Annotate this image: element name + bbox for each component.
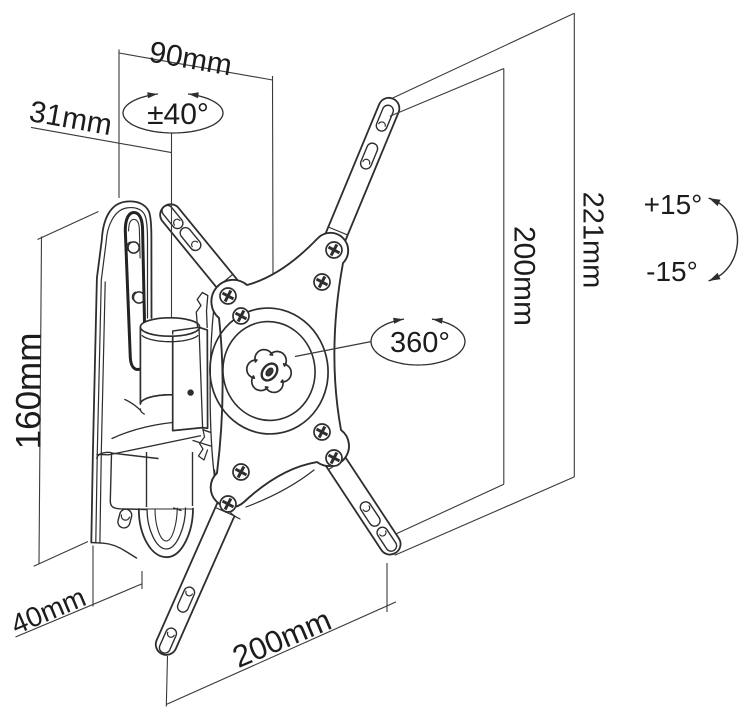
svg-text:-15°: -15° xyxy=(646,256,698,287)
svg-text:221mm: 221mm xyxy=(577,192,609,289)
svg-text:+15°: +15° xyxy=(644,189,703,220)
svg-text:160mm: 160mm xyxy=(10,333,49,450)
svg-text:200mm: 200mm xyxy=(508,226,541,326)
svg-text:360°: 360° xyxy=(390,327,450,359)
svg-text:±40°: ±40° xyxy=(147,98,209,131)
